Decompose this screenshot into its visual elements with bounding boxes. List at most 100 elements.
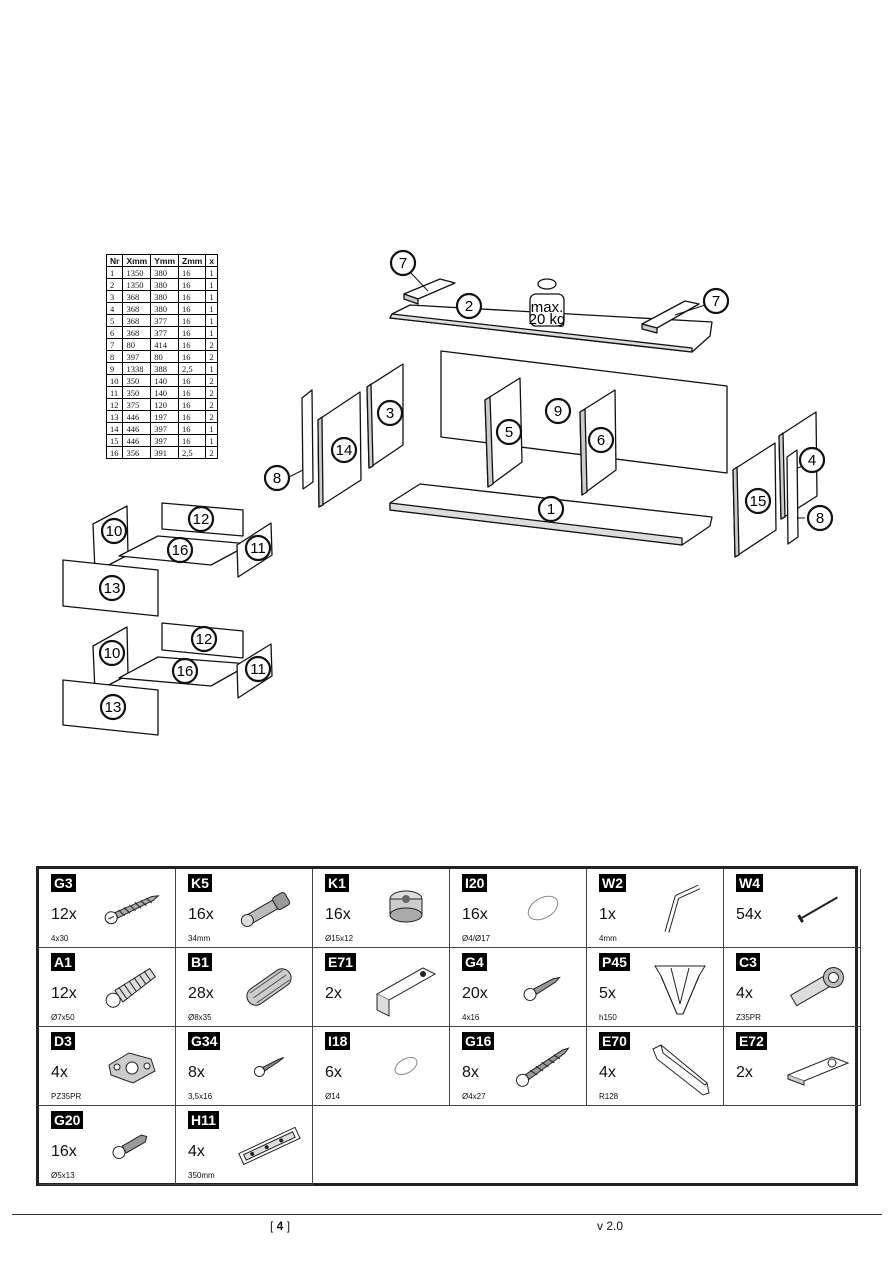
part-number: 15 xyxy=(750,493,767,510)
hardware-code: H11 xyxy=(188,1111,219,1129)
table-cell: 1 xyxy=(205,326,219,339)
callout-part-label: 7 xyxy=(702,287,730,315)
part-number: 7 xyxy=(712,293,720,310)
allen-key-icon xyxy=(664,884,701,933)
part-number: 11 xyxy=(250,661,266,678)
hardware-quantity: 16x xyxy=(462,906,488,923)
panel-8-left xyxy=(301,389,314,490)
callout-part-label: 12 xyxy=(187,505,215,533)
hardware-code: G34 xyxy=(188,1032,221,1050)
panel-8-right xyxy=(786,449,799,545)
hinge-plate-icon xyxy=(108,1052,156,1084)
hardware-spec: 350mm xyxy=(188,1171,215,1180)
callout-part-label: 16 xyxy=(171,657,199,685)
table-cell: 6 xyxy=(105,326,124,339)
table-cell: 356 xyxy=(122,446,152,459)
version-label: v 2.0 xyxy=(597,1219,624,1233)
hardware-code: D3 xyxy=(51,1032,75,1050)
hardware-code: K5 xyxy=(188,874,212,892)
hardware-quantity: 1x xyxy=(599,906,616,923)
part-number: 14 xyxy=(336,442,353,459)
cam-lock-icon xyxy=(389,890,423,923)
callout-part-label: 4 xyxy=(798,446,826,474)
callout-part-label: 13 xyxy=(98,574,126,602)
hardware-spec: Ø15x12 xyxy=(325,934,354,943)
hardware-code: W4 xyxy=(736,874,763,892)
hardware-code: W2 xyxy=(599,874,626,892)
nail-icon xyxy=(797,896,838,923)
hardware-code: A1 xyxy=(51,953,75,971)
callout-part-label: 10 xyxy=(98,639,126,667)
hardware-code: K1 xyxy=(325,874,349,892)
table-cell: 2 xyxy=(105,278,124,291)
hardware-quantity: 12x xyxy=(51,906,77,923)
callout-part-label: 11 xyxy=(244,655,272,683)
hardware-code: G16 xyxy=(462,1032,495,1050)
table-cell: 16 xyxy=(105,446,124,459)
table-cell: 13 xyxy=(105,410,124,423)
hardware-spec: Ø4/Ø17 xyxy=(462,934,491,943)
table-cell: 16 xyxy=(178,302,207,315)
part-number: 2 xyxy=(465,298,473,315)
cover-cap-small-icon xyxy=(394,1056,418,1076)
hardware-code: G4 xyxy=(462,953,487,971)
hardware-spec: 4mm xyxy=(599,934,617,943)
weight-label-line1: max. xyxy=(531,299,564,316)
short-screw-icon xyxy=(523,976,561,1001)
hardware-quantity: 16x xyxy=(51,1143,77,1160)
small-screw-icon xyxy=(253,1057,285,1077)
part-number: 13 xyxy=(104,580,121,597)
hardware-quantity: 8x xyxy=(462,1064,479,1081)
table-cell: 4 xyxy=(105,302,124,315)
table-cell: 2,5 xyxy=(178,446,207,459)
hardware-quantity: 16x xyxy=(325,906,351,923)
part-number: 10 xyxy=(106,523,123,540)
part-number: 5 xyxy=(505,424,513,441)
hardware-quantity: 28x xyxy=(188,985,214,1002)
panel-7-left xyxy=(403,278,456,300)
hardware-quantity: 2x xyxy=(325,985,342,1002)
part-number: 3 xyxy=(386,405,394,422)
screw-icon xyxy=(104,895,160,925)
callout-part-label: 9 xyxy=(544,397,572,425)
hardware-spec: h150 xyxy=(599,1013,617,1022)
page-bracket-open: [ xyxy=(270,1219,277,1233)
hardware-code: I18 xyxy=(325,1032,351,1050)
callout-part-label: 2 xyxy=(455,292,483,320)
hardware-spec: Z35PR xyxy=(736,1013,761,1022)
part-number: 4 xyxy=(808,452,816,469)
hardware-quantity: 6x xyxy=(325,1064,342,1081)
callout-part-label: 5 xyxy=(495,418,523,446)
callout-part-label: 8 xyxy=(806,504,834,532)
hardware-spec: Ø4x27 xyxy=(462,1092,486,1101)
part-number: 8 xyxy=(816,510,824,527)
hardware-code: G20 xyxy=(51,1111,84,1129)
hardware-spec: 4x30 xyxy=(51,934,69,943)
long-screw-icon xyxy=(516,1047,570,1087)
cam-bolt-icon xyxy=(240,892,291,927)
part-number: 11 xyxy=(250,540,266,557)
table-cell: 1 xyxy=(205,422,219,435)
table-cell: 2 xyxy=(205,350,219,363)
footer-rule xyxy=(12,1214,882,1215)
hardware-code: C3 xyxy=(736,953,760,971)
hinge-icon xyxy=(789,967,844,1007)
callout-part-label: 8 xyxy=(263,464,291,492)
callout-part-label: 16 xyxy=(166,536,194,564)
hardware-quantity: 16x xyxy=(188,906,214,923)
hardware-code: B1 xyxy=(188,953,212,971)
hardware-spec: Ø8x35 xyxy=(188,1013,212,1022)
